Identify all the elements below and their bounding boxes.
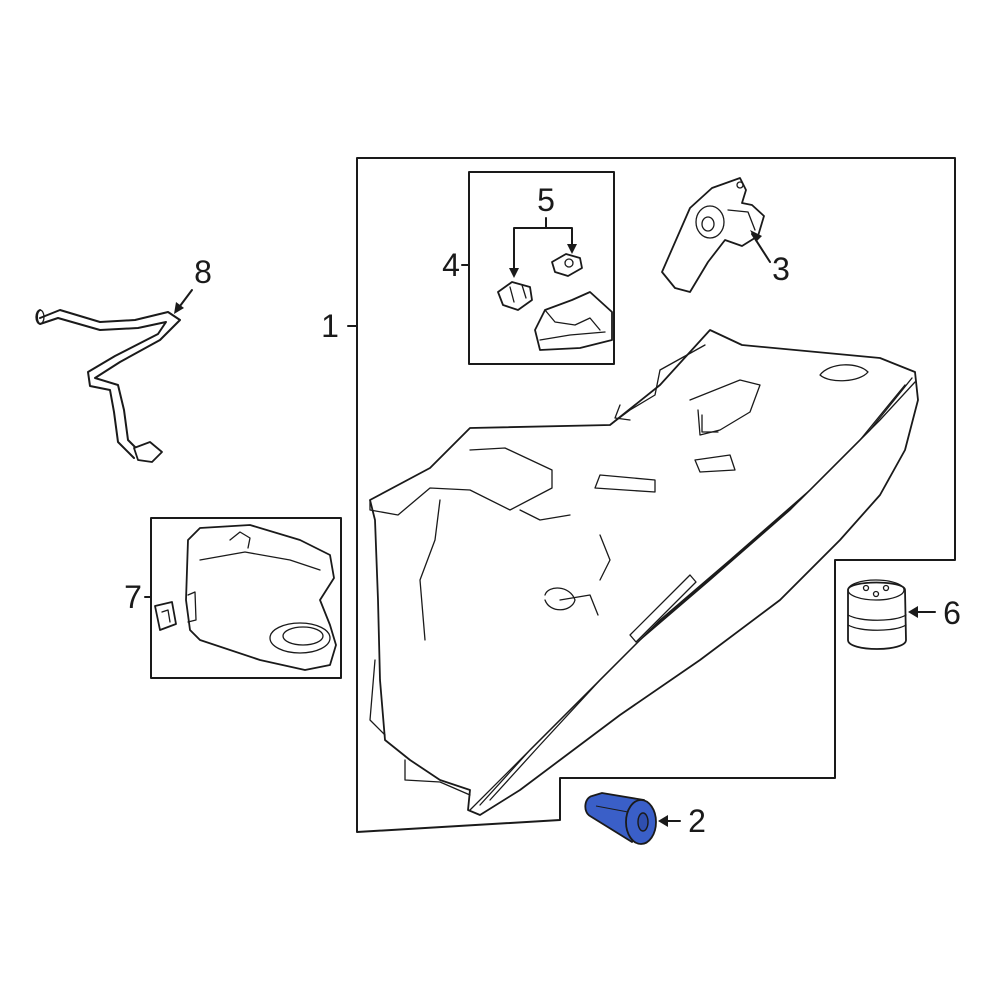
- lamp-housing: [534, 291, 613, 351]
- callout-1: 1: [321, 308, 339, 344]
- cable-part-8: [35, 309, 181, 463]
- glove-box-assembly: [369, 329, 919, 816]
- push-pin-clip-part-2: [584, 792, 657, 845]
- callout-5: 5: [537, 182, 555, 218]
- bulb-part-5a: [497, 281, 533, 311]
- callout-4: 4: [442, 247, 460, 283]
- callout-6: 6: [943, 595, 961, 631]
- assembly-boundary-1: [356, 157, 956, 833]
- lamp-assembly-box-4: [468, 171, 615, 365]
- callout-8: 8: [194, 254, 212, 290]
- bumper-part-6: [847, 579, 907, 650]
- callout-7: 7: [124, 579, 142, 615]
- callout-3: 3: [772, 251, 790, 287]
- callout-2: 2: [688, 803, 706, 839]
- bulb-part-5b: [551, 253, 583, 277]
- latch-part-3: [661, 177, 765, 293]
- damper-part-7: [154, 524, 337, 671]
